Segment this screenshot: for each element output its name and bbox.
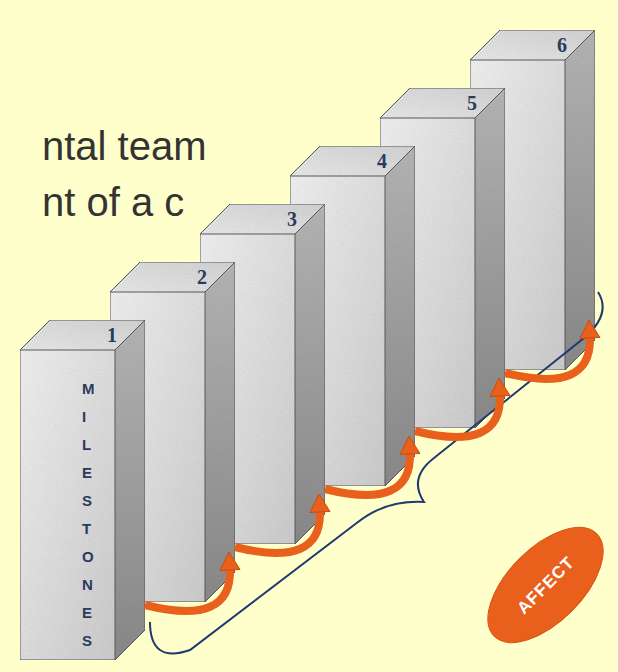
- slab-top-face: [470, 30, 595, 60]
- milestone-slab: 2: [110, 262, 235, 602]
- arrow-shaft: [145, 568, 230, 611]
- slab-side-face: [385, 146, 415, 486]
- vertical-label: MILESTONES: [82, 375, 97, 655]
- slab-top-face: [200, 204, 325, 234]
- slab-side-face: [475, 88, 505, 428]
- callout-number: 3: [287, 209, 297, 229]
- slab-top-face: [20, 320, 145, 350]
- arrow-shaft: [325, 452, 410, 495]
- partial-text: ntal team: [42, 124, 207, 169]
- arrow-shaft: [505, 336, 590, 379]
- arrow-head: [400, 436, 420, 455]
- arrow-shaft: [235, 510, 320, 553]
- arrow-head: [580, 320, 600, 339]
- arrow-head: [490, 378, 510, 397]
- slab-side-face: [205, 262, 235, 602]
- arrow-head: [310, 494, 330, 513]
- milestone-slab: 6: [470, 30, 595, 370]
- slab-top-face: [380, 88, 505, 118]
- callout-number: 6: [557, 35, 567, 55]
- callout-number: 2: [197, 267, 207, 287]
- partial-text: nt of a c: [42, 180, 184, 225]
- slab-group: [20, 30, 595, 660]
- flow-arrow: [235, 494, 330, 553]
- slab-side-face: [565, 30, 595, 370]
- flow-arrow: [505, 320, 600, 379]
- milestone-slab: 1MILESTONES: [20, 320, 145, 660]
- slab-side-face: [295, 204, 325, 544]
- flow-arrow: [325, 436, 420, 495]
- arrow-shaft: [415, 394, 500, 437]
- callout-number: 4: [377, 151, 387, 171]
- ellipse-fill: [468, 508, 618, 663]
- flow-arrow: [145, 552, 240, 611]
- slab-shape: [20, 320, 145, 660]
- arrow-head: [220, 552, 240, 571]
- callout-number: 5: [467, 93, 477, 113]
- milestone-slab: 3: [200, 204, 325, 544]
- milestone-slab: 4: [290, 146, 415, 486]
- slab-side-face: [115, 320, 145, 660]
- effect-ellipse: AFFECT: [466, 506, 618, 664]
- milestone-slab: 5: [380, 88, 505, 428]
- slab-top-face: [290, 146, 415, 176]
- callout-number: 1: [107, 325, 117, 345]
- slab-front-face: [20, 350, 115, 660]
- flow-arrow: [415, 378, 510, 437]
- slab-top-face: [110, 262, 235, 292]
